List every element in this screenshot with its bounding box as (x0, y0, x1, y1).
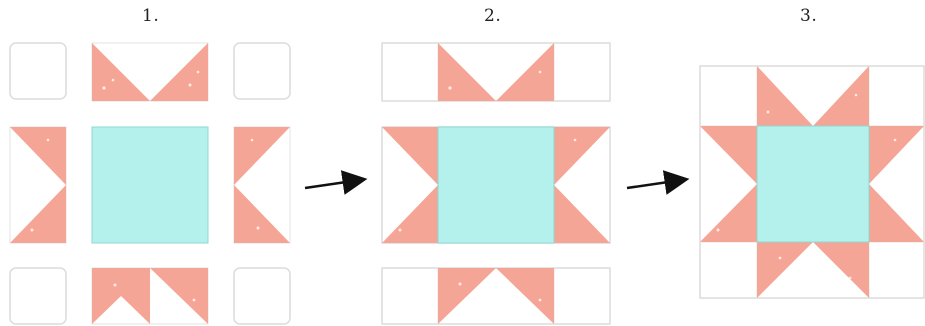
step-1-layout (9, 42, 291, 325)
arrow-2 (626, 170, 690, 195)
corner-square (9, 267, 67, 325)
bottom-row (381, 267, 611, 325)
step-2-label: 2. (484, 6, 502, 26)
corner-square (233, 267, 291, 325)
arrow-1 (304, 170, 368, 195)
flying-geese-right (233, 126, 291, 244)
top-row (381, 42, 611, 102)
step-2-layout (381, 42, 611, 325)
flying-geese-left (9, 126, 67, 244)
center-square (756, 125, 870, 243)
step-3-label: 3. (800, 6, 818, 26)
center-square (91, 126, 209, 244)
flying-geese-bottom (91, 267, 209, 325)
corner-square (233, 42, 291, 100)
step-3-finished-block (699, 65, 925, 299)
center-square (437, 126, 555, 244)
corner-square (9, 42, 67, 100)
step-1-label: 1. (142, 6, 160, 26)
flying-geese-top (91, 42, 209, 102)
middle-row (381, 126, 611, 244)
